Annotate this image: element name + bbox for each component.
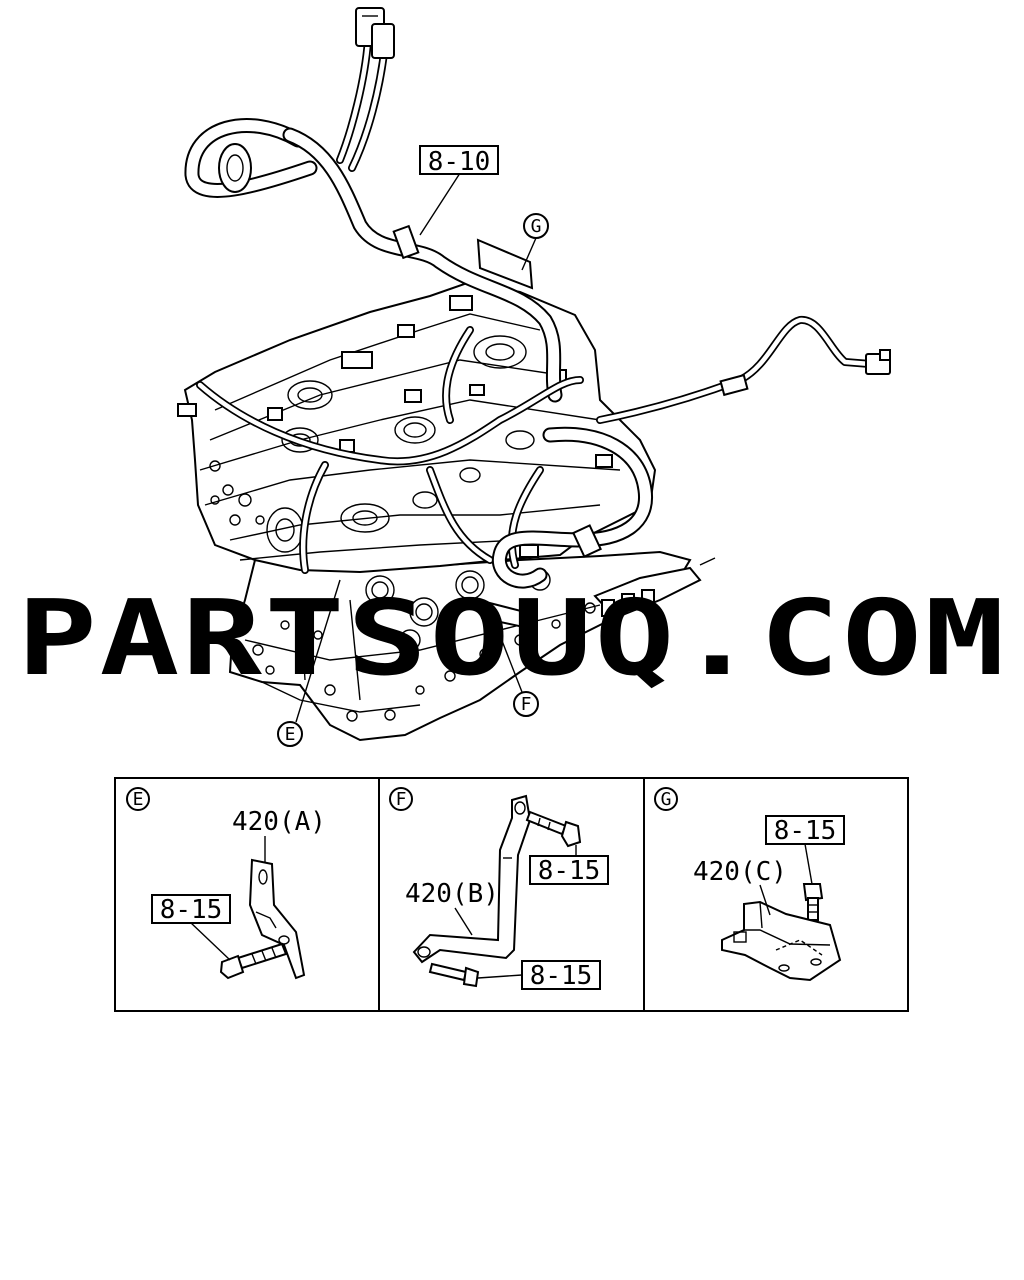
panel-f-part-label: 420(B) <box>405 879 499 909</box>
main-callouts: 8-10 G E F <box>277 145 549 747</box>
panel-e-bolt-label: 8-15 <box>160 895 223 925</box>
detail-panels <box>114 777 909 1012</box>
detail-panel-e: E 420(A) 8-15 <box>126 787 326 980</box>
callout-e: E <box>285 724 296 745</box>
harness-label-8-10: 8-10 <box>428 147 491 177</box>
detail-panel-g: G 8-15 420(C) <box>654 787 845 982</box>
detail-panel-f: F 8-15 8-15 420(B) <box>389 787 609 991</box>
callout-g: G <box>531 216 542 237</box>
panel-g-part-label: 420(C) <box>693 857 787 887</box>
panel-e-id: E <box>133 789 144 810</box>
panel-g-id: G <box>661 789 672 810</box>
panel-f-id: F <box>396 789 407 810</box>
panel-e-part-label: 420(A) <box>232 807 326 837</box>
wiring-harness <box>184 7 891 630</box>
panel-g-bolt-label: 8-15 <box>774 816 837 846</box>
panel-f-bolt-label-bottom: 8-15 <box>530 961 593 991</box>
watermark: PARTSOUQ.COM <box>17 577 1007 699</box>
callout-f: F <box>521 694 532 715</box>
panel-f-bolt-label-top: 8-15 <box>538 856 601 886</box>
engine-illustration <box>177 280 692 742</box>
